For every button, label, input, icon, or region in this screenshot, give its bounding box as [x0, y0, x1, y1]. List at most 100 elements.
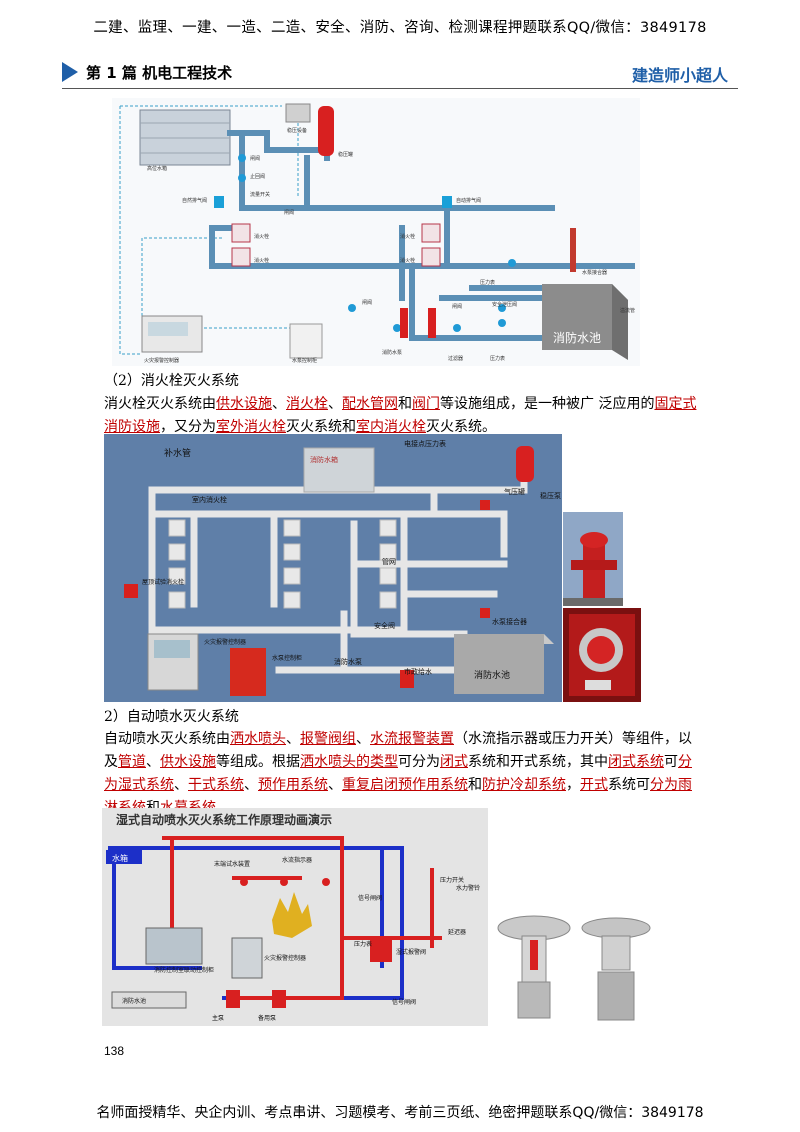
high-tank-icon: [139, 109, 231, 166]
text-run: 消火栓灭火系统由: [104, 396, 216, 412]
pump-cabinet-icon: [230, 648, 266, 696]
svg-text:火灾报警控制器: 火灾报警控制器: [144, 357, 179, 364]
text-run: 、: [146, 754, 160, 770]
svg-text:消火栓: 消火栓: [254, 233, 269, 240]
text-run: 、: [272, 396, 286, 412]
svg-text:压力表: 压力表: [354, 940, 372, 948]
svg-text:闸阀: 闸阀: [250, 155, 260, 162]
svg-text:屋顶试验消火栓: 屋顶试验消火栓: [142, 578, 184, 586]
text-run: 和: [468, 777, 482, 793]
term-link: 预作用系统: [258, 777, 328, 793]
text-run: 、: [328, 396, 342, 412]
term-link: 干式系统: [188, 777, 244, 793]
svg-text:水泵接合器: 水泵接合器: [492, 617, 527, 626]
text-run: 可: [664, 754, 678, 770]
text-run: （水流指示器或压力开关）等组件，以及: [104, 731, 692, 770]
pressure-tank-icon: [516, 446, 534, 482]
svg-text:流量开关: 流量开关: [250, 191, 270, 198]
svg-text:闸阀: 闸阀: [452, 303, 462, 310]
figure-wet-sprinkler: 湿式自动喷水灭火系统工作原理动画演示 水箱 末端试水装置 水流指示器 信号闸阀 …: [102, 808, 488, 1026]
text-run: 系统和开式系统，其中: [468, 754, 608, 770]
chapter-title: 第 1 篇 机电工程技术: [86, 64, 233, 82]
term-link: 室内消火栓: [356, 419, 426, 435]
term-link: 分为湿式系统: [104, 754, 692, 793]
text-run: 和: [398, 396, 412, 412]
svg-text:压力表: 压力表: [480, 279, 495, 286]
bottom-banner: 名师面授精华、央企内训、考点串讲、习题模考、考前三页纸、绝密押题联系QQ/微信：…: [96, 1105, 704, 1121]
svg-text:消火栓: 消火栓: [254, 257, 269, 264]
term-link: 管道: [118, 754, 146, 770]
svg-text:水泵接合器: 水泵接合器: [582, 269, 607, 276]
text-run: 、: [356, 731, 370, 747]
term-link: 闭式系统: [608, 754, 664, 770]
paragraph-hydrant: 消火栓灭火系统由供水设施、消火栓、配水管网和阀门等设施组成，是一种被广 泛应用的…: [104, 393, 700, 439]
svg-text:自动排气阀: 自动排气阀: [456, 197, 481, 204]
svg-text:管网: 管网: [382, 557, 396, 566]
text-run: 等组成。根据: [216, 754, 300, 770]
pump-cabinet-icon: [289, 323, 323, 359]
text-run: 系统可: [608, 777, 650, 793]
svg-text:电接点压力表: 电接点压力表: [404, 439, 446, 448]
text-run: 、: [244, 777, 258, 793]
svg-text:信号闸阀: 信号闸阀: [392, 998, 416, 1006]
pool-label: 消防水池: [553, 330, 601, 345]
svg-text:信号闸阀: 信号闸阀: [358, 894, 382, 902]
svg-text:消防水泵: 消防水泵: [382, 349, 402, 356]
svg-text:湿式报警阀: 湿式报警阀: [396, 948, 426, 956]
text-run: 、: [328, 777, 342, 793]
svg-text:备用泵: 备用泵: [258, 1014, 276, 1022]
svg-text:消防水池: 消防水池: [474, 669, 510, 681]
svg-text:闸阀: 闸阀: [362, 299, 372, 306]
photo-hydrant-cabinet: [563, 608, 641, 702]
term-link: 供水设施: [216, 396, 272, 412]
term-link: 洒水喷头的类型: [300, 754, 398, 770]
term-link: 固定式消防设施: [104, 396, 697, 435]
header-author: 建造师小超人: [631, 66, 728, 85]
svg-text:消防水泵: 消防水泵: [334, 657, 362, 666]
svg-text:消火栓: 消火栓: [400, 257, 415, 264]
text-run: ，又分为: [160, 419, 216, 435]
term-link: 洒水喷头: [230, 731, 286, 747]
alarm-valve-icon: [370, 936, 392, 962]
svg-text:水流指示器: 水流指示器: [282, 856, 312, 864]
svg-text:消火栓: 消火栓: [400, 233, 415, 240]
fire-pool: 消防水池: [542, 284, 628, 360]
pressure-tank-icon: [318, 106, 334, 156]
svg-text:补水管: 补水管: [164, 447, 191, 459]
fire-icon: [272, 892, 312, 938]
svg-text:主泵: 主泵: [212, 1014, 224, 1022]
svg-text:气压罐: 气压罐: [504, 487, 525, 496]
photo-upright-sprinkler: [578, 910, 654, 1026]
svg-text:稳压泵: 稳压泵: [540, 491, 561, 500]
svg-text:末端试水装置: 末端试水装置: [214, 860, 250, 868]
svg-text:闸阀: 闸阀: [284, 209, 294, 216]
svg-text:溢流管: 溢流管: [620, 307, 635, 314]
term-link: 报警阀组: [300, 731, 356, 747]
svg-text:过滤器: 过滤器: [448, 355, 463, 362]
figure-hydrant-schematic: 消防水池 高位水箱 闸阀 止回阀 流量开关 稳压设备 稳压罐 自然排气阀 闸阀 …: [112, 98, 640, 366]
svg-text:高位水箱: 高位水箱: [147, 165, 167, 172]
term-link: 开式: [580, 777, 608, 793]
paragraph-sprinkler: 自动喷水灭火系统由洒水喷头、报警阀组、水流报警装置（水流指示器或压力开关）等组件…: [104, 728, 700, 820]
svg-text:消防水池: 消防水池: [122, 997, 146, 1005]
term-link: 水流报警装置: [370, 731, 454, 747]
figure-indoor-hydrant: 补水管 消防水箱 电接点压力表 气压罐 稳压泵 室内消火栓 管网 屋顶试验消火栓…: [104, 434, 562, 702]
page-header: 第 1 篇 机电工程技术 建造师小超人: [62, 58, 738, 89]
svg-text:止回阀: 止回阀: [250, 173, 265, 180]
text-run: 、: [174, 777, 188, 793]
text-run: 灭火系统和: [286, 419, 356, 435]
term-link: 阀门: [412, 396, 440, 412]
svg-text:水箱: 水箱: [112, 853, 128, 863]
text-run: 、: [286, 731, 300, 747]
term-link: 闭式: [440, 754, 468, 770]
svg-text:压力表: 压力表: [490, 355, 505, 362]
text-run: 可分为: [398, 754, 440, 770]
svg-text:消防水箱: 消防水箱: [310, 455, 338, 464]
term-link: 消火栓: [286, 396, 328, 412]
term-link: 重复启闭预作用系统: [342, 777, 468, 793]
svg-text:火灾报警控制器: 火灾报警控制器: [264, 954, 306, 962]
svg-text:室内消火栓: 室内消火栓: [192, 495, 227, 504]
svg-text:自然排气阀: 自然排气阀: [182, 197, 207, 204]
svg-text:安全阀: 安全阀: [374, 621, 395, 630]
text-run: 等设施组成，是一种被广 泛应用的: [440, 396, 655, 412]
